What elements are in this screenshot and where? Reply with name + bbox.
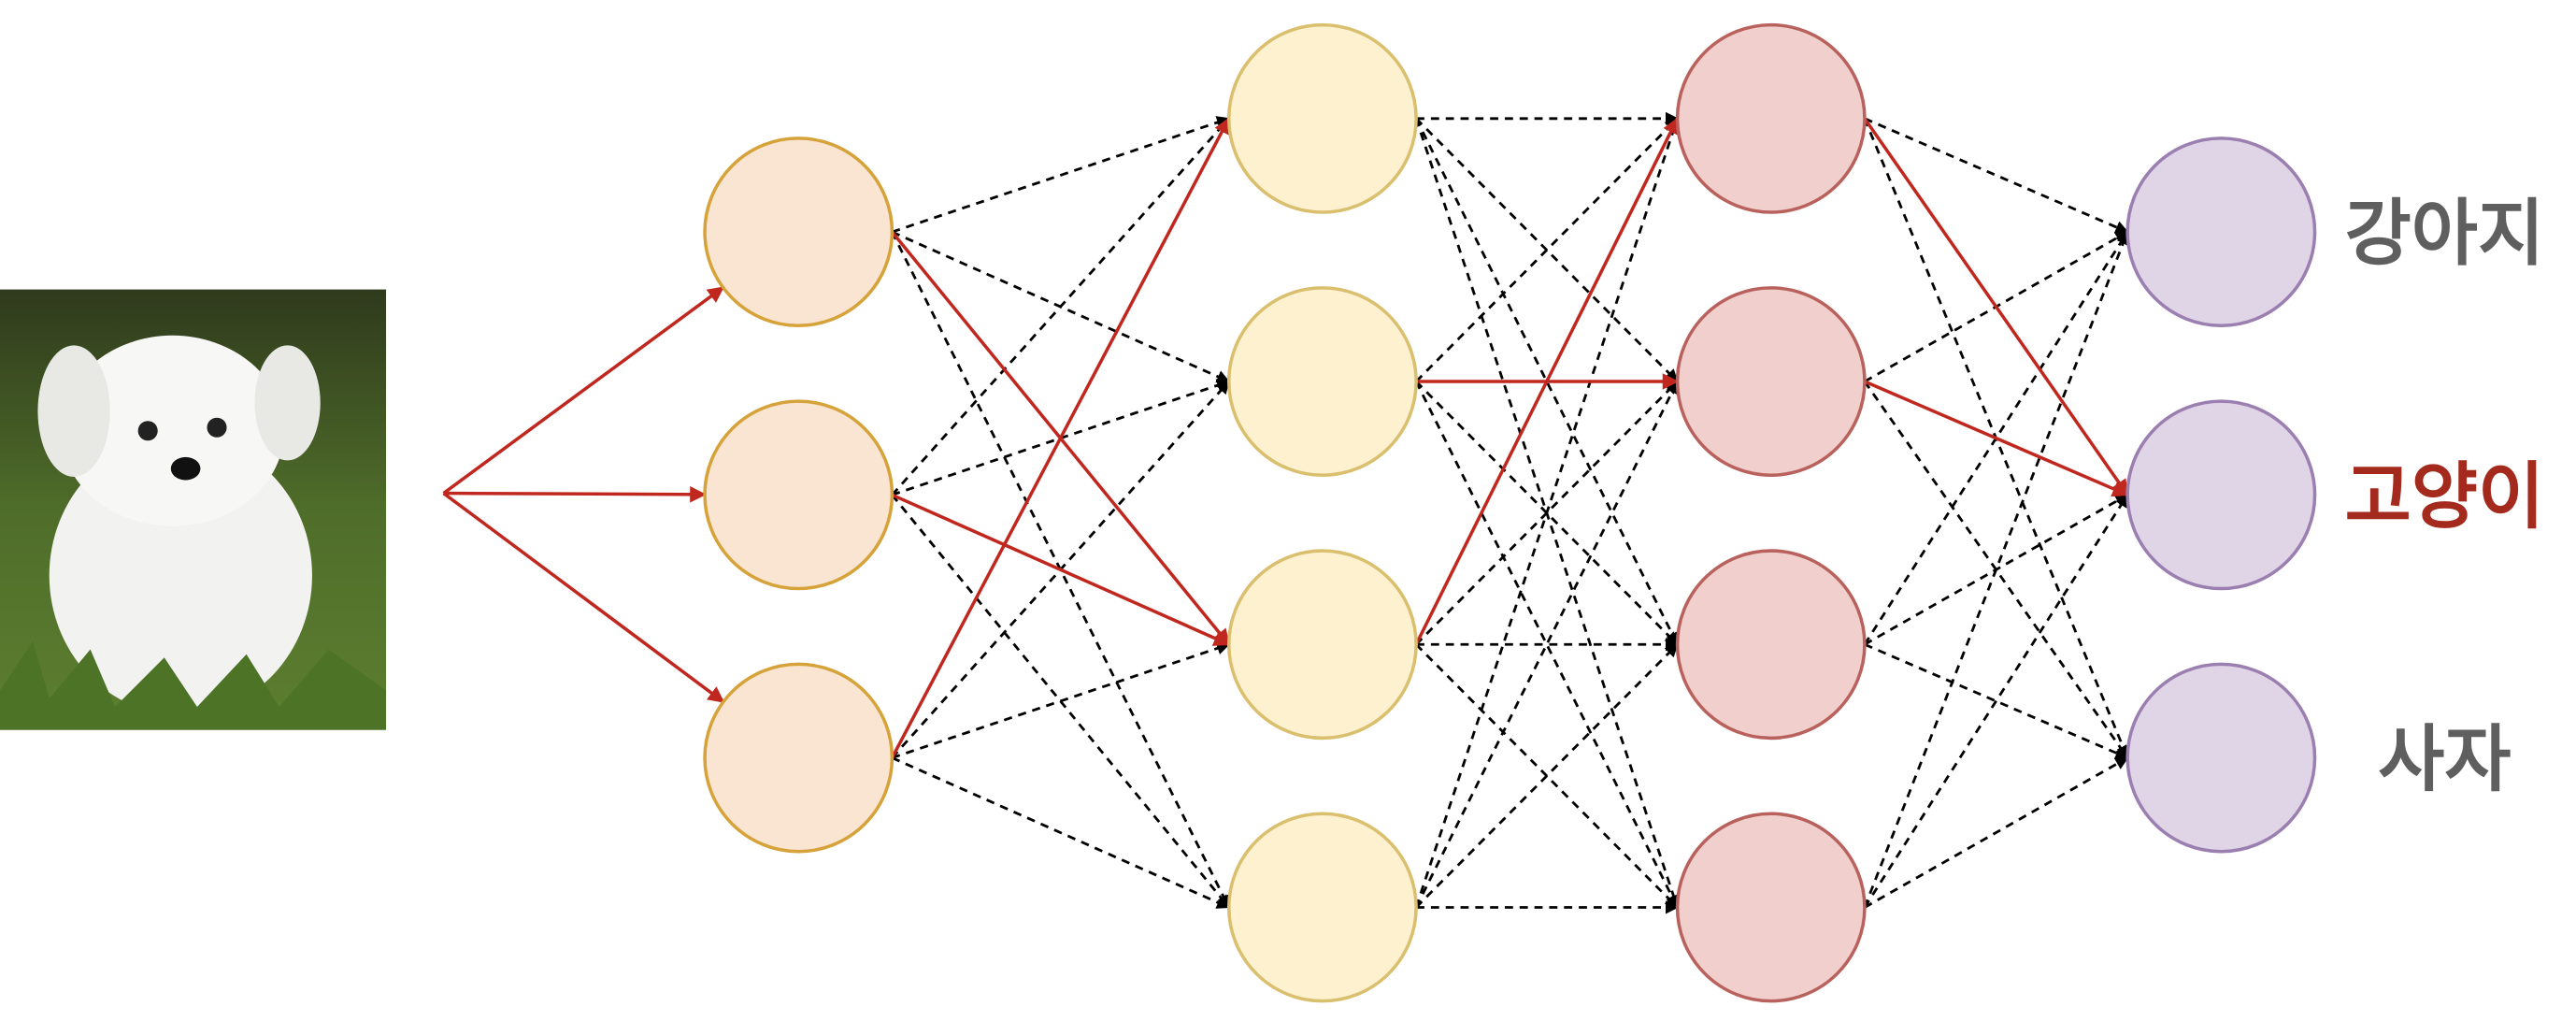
edge <box>1415 643 1679 909</box>
highlighted-edge <box>890 117 1231 759</box>
edge <box>1414 381 1679 909</box>
layer-1-node <box>703 399 894 591</box>
layer-2-node <box>1226 22 1418 214</box>
highlighted-edge <box>1414 117 1680 646</box>
input-edge <box>442 286 724 495</box>
layer-3-node <box>1675 286 1867 477</box>
output-node <box>2125 662 2317 854</box>
output-label: 고양이 <box>2345 454 2544 539</box>
edge <box>1864 756 2129 909</box>
output-label: 강아지 <box>2345 192 2544 276</box>
output-node <box>2125 137 2317 328</box>
edge <box>891 641 1231 759</box>
output-label: 사자 <box>2378 718 2511 802</box>
dog-photo <box>0 289 387 730</box>
edge <box>1414 380 1679 909</box>
layer-3-node <box>1675 812 1867 1003</box>
input-edge <box>443 485 707 503</box>
highlighted-edge <box>891 493 1231 646</box>
edge <box>1414 117 1681 908</box>
edge <box>1864 642 2129 759</box>
edge <box>891 116 1231 234</box>
layer-3-node <box>1675 22 1867 214</box>
highlighted-edge <box>1864 380 2129 497</box>
edge <box>1863 230 2130 908</box>
layer-2-node <box>1226 549 1418 741</box>
layer-2-node <box>1226 286 1418 477</box>
edge <box>1415 117 1679 383</box>
layer-1-node <box>703 137 894 328</box>
layer-2-node <box>1226 812 1418 1003</box>
edge <box>1864 117 2129 234</box>
edge <box>1414 118 1679 646</box>
edge <box>891 117 1230 496</box>
layer-1-node <box>703 662 894 854</box>
layer-3-node <box>1675 549 1867 741</box>
edge <box>1863 494 2129 909</box>
highlighted-edge <box>1863 117 2129 496</box>
input-edge <box>442 492 725 704</box>
edge <box>891 756 1231 909</box>
output-node <box>2125 399 2317 591</box>
